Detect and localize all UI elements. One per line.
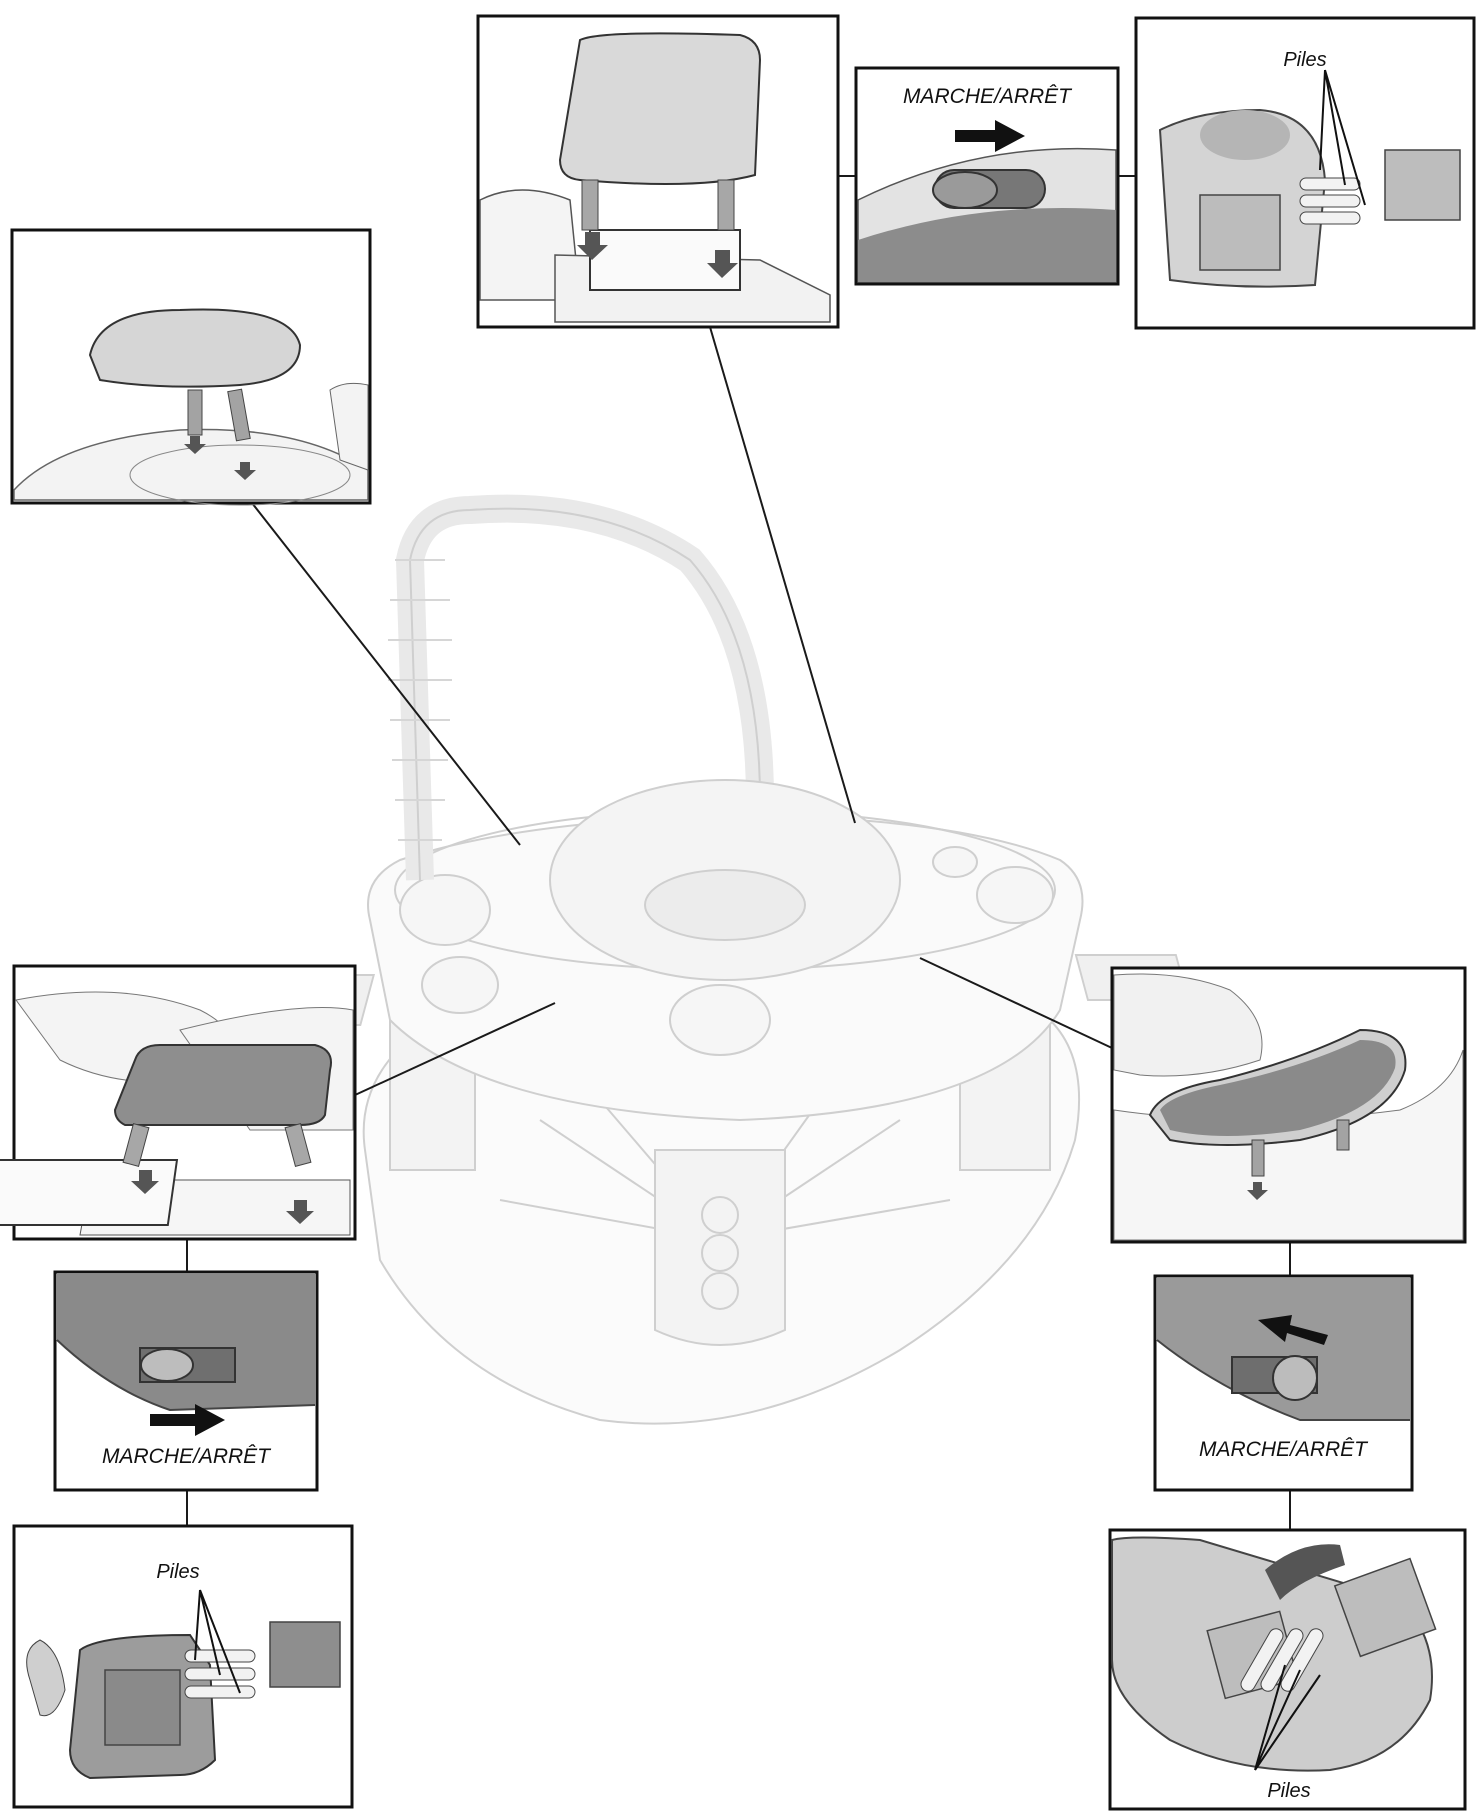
arrow-left-icon: [1258, 1315, 1328, 1345]
panel-switch-top: MARCHE/ARRÊT: [854, 66, 1120, 286]
panel-toy-insert-top: [476, 14, 840, 329]
arrow-down-icon: [1247, 1182, 1268, 1200]
arrow-down-icon: [184, 436, 206, 454]
switch-label: MARCHE/ARRÊT: [1199, 1438, 1369, 1461]
arrow-down-icon: [577, 232, 608, 260]
panel-battery-top: Piles: [1134, 16, 1476, 330]
arrow-right-icon: [150, 1404, 225, 1436]
switch-label: MARCHE/ARRÊT: [903, 85, 1073, 108]
panel-switch-right: MARCHE/ARRÊT: [1153, 1274, 1414, 1492]
arrow-right-icon: [955, 120, 1025, 152]
panel-battery-right: Piles: [1108, 1528, 1467, 1811]
arrow-down-icon: [286, 1200, 314, 1224]
panel-toy-insert-lower-left: [0, 964, 357, 1241]
battery-label: Piles: [156, 1561, 199, 1583]
arrow-down-icon: [707, 250, 738, 278]
activity-center: [249, 494, 1190, 1425]
battery-label: Piles: [1283, 49, 1326, 71]
panel-switch-left: MARCHE/ARRÊT: [53, 1270, 319, 1492]
leader-lines: [186, 175, 1291, 1530]
panel-toy-insert-lower-right: [1110, 966, 1467, 1244]
switch-label: MARCHE/ARRÊT: [102, 1445, 272, 1468]
panel-battery-left: Piles: [12, 1524, 354, 1809]
arrow-down-icon: [234, 462, 256, 480]
arrow-down-icon: [131, 1170, 159, 1194]
battery-label: Piles: [1267, 1780, 1310, 1802]
panel-toy-insert-left: [10, 228, 372, 506]
